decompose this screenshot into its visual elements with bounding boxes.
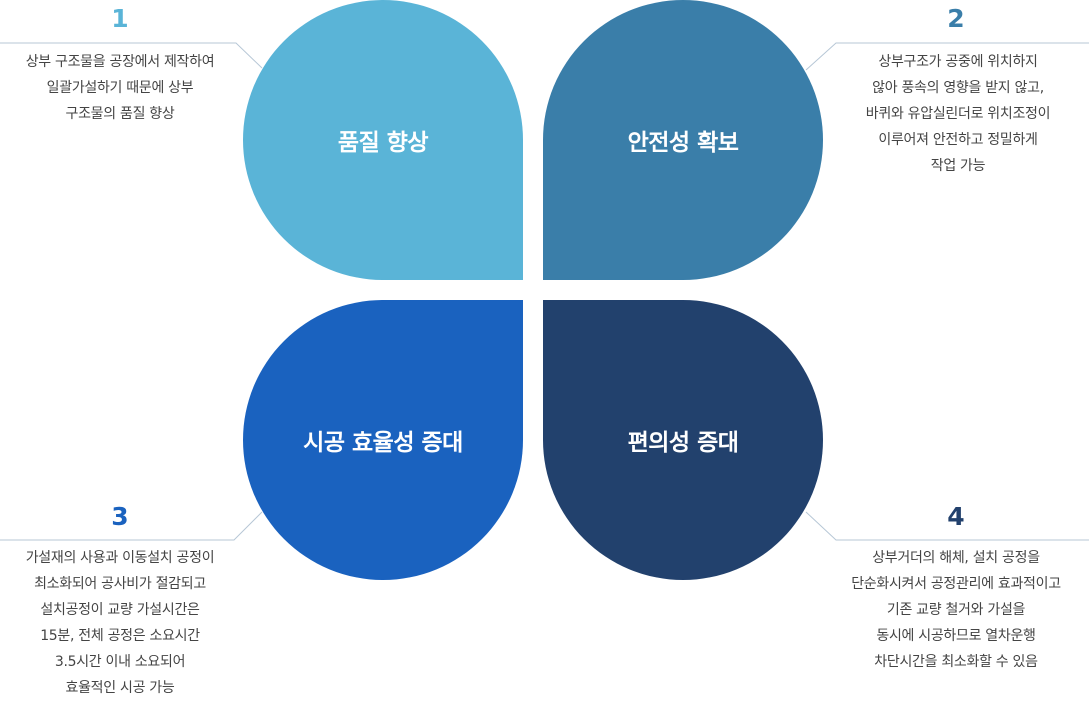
item-description: 상부거더의 해체, 설치 공정을 단순화시켜서 공정관리에 효과적이고 기존 교… — [851, 550, 1061, 670]
item-number: 4 — [947, 502, 965, 531]
petal-convenience: 편의성 증대 — [543, 300, 823, 580]
item-number: 2 — [947, 4, 965, 33]
item-description: 상부구조가 공중에 위치하지 않아 풍속의 영향을 받지 않고, 바퀴와 유압실… — [865, 54, 1051, 174]
petal-title: 시공 효율성 증대 — [303, 430, 463, 456]
petal-quality: 품질 향상 — [243, 0, 523, 280]
item-description: 상부 구조물을 공장에서 제작하여 일괄가설하기 때문에 상부 구조물의 품질 … — [25, 54, 215, 122]
item-number: 3 — [111, 502, 129, 531]
petal-efficiency: 시공 효율성 증대 — [243, 300, 523, 580]
petal-safety: 안전성 확보 — [543, 0, 823, 280]
petal-title: 품질 향상 — [337, 130, 429, 156]
petal-title: 안전성 확보 — [627, 130, 739, 156]
item-description: 가설재의 사용과 이동설치 공정이 최소화되어 공사비가 절감되고 설치공정이 … — [25, 550, 215, 696]
item-number: 1 — [111, 4, 129, 33]
petal-title: 편의성 증대 — [627, 430, 739, 456]
